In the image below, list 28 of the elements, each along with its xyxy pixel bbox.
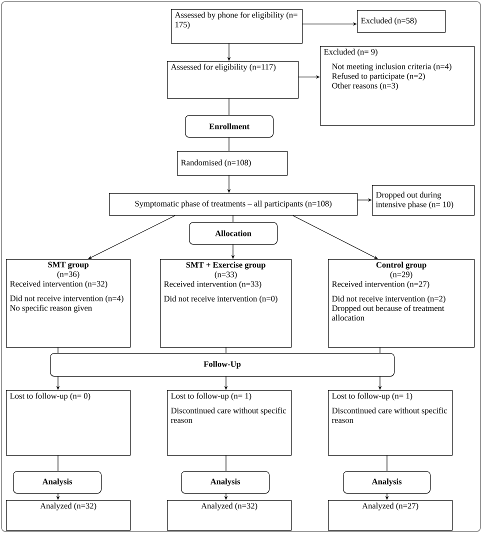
flow-box: Lost to follow-up (n= 0)	[6, 390, 131, 456]
flow-box: Dropped out during intensive phase (n= 10)	[372, 185, 475, 216]
flow-box: Excluded (n=58)	[357, 10, 446, 33]
flow-box: Analyzed (n=32)	[167, 500, 292, 531]
connector-line	[228, 98, 230, 116]
flow-box: Control group (n=29) Received intervention (n=27) Did not receive intervention (n=2) Dropped out because of treatment allocation	[328, 259, 475, 348]
flow-box: Lost to follow-up (n= 1) Discontinued care without specific reason	[167, 390, 292, 456]
flow-box: Symptomatic phase of treatments – all participants (n=108)	[109, 193, 358, 216]
connector-line	[232, 215, 234, 222]
flow-box: SMT + Exercise group (n=33) Received intervention (n=33) Did not receive intervention (n=0)	[160, 259, 292, 348]
stage-box: Analysis	[343, 471, 431, 494]
flow-box: Assessed for eligibility (n=117)	[167, 61, 299, 99]
flow-box: Randomised (n=108)	[177, 151, 288, 176]
stage-box: Analysis	[181, 471, 270, 494]
flow-box: Lost to follow-up (n= 1) Discontinued care without specific reason	[328, 390, 453, 456]
flow-box: Analyzed (n=32)	[6, 500, 131, 531]
stage-box: Enrollment	[185, 115, 274, 138]
stage-box: Allocation	[189, 222, 278, 245]
arrow	[292, 215, 378, 259]
flow-box: Excluded (n= 9) Not meeting inclusion criteria (n=4) Refused to participate (n=2) Other reasons (n=3)	[320, 46, 475, 126]
stage-box: Follow-Up	[50, 353, 395, 377]
connector-line	[386, 455, 388, 472]
flow-box: Assessed by phone for eligibility (n= 175)	[171, 9, 303, 44]
arrow	[88, 215, 176, 259]
flow-box: Analyzed (n=27)	[328, 500, 453, 531]
connector-line	[228, 137, 230, 152]
stage-box: Analysis	[13, 471, 102, 494]
flow-box: SMT group (n=36) Received intervention (n=32) Did not receive intervention (n=4) No specific reason given	[6, 259, 131, 348]
